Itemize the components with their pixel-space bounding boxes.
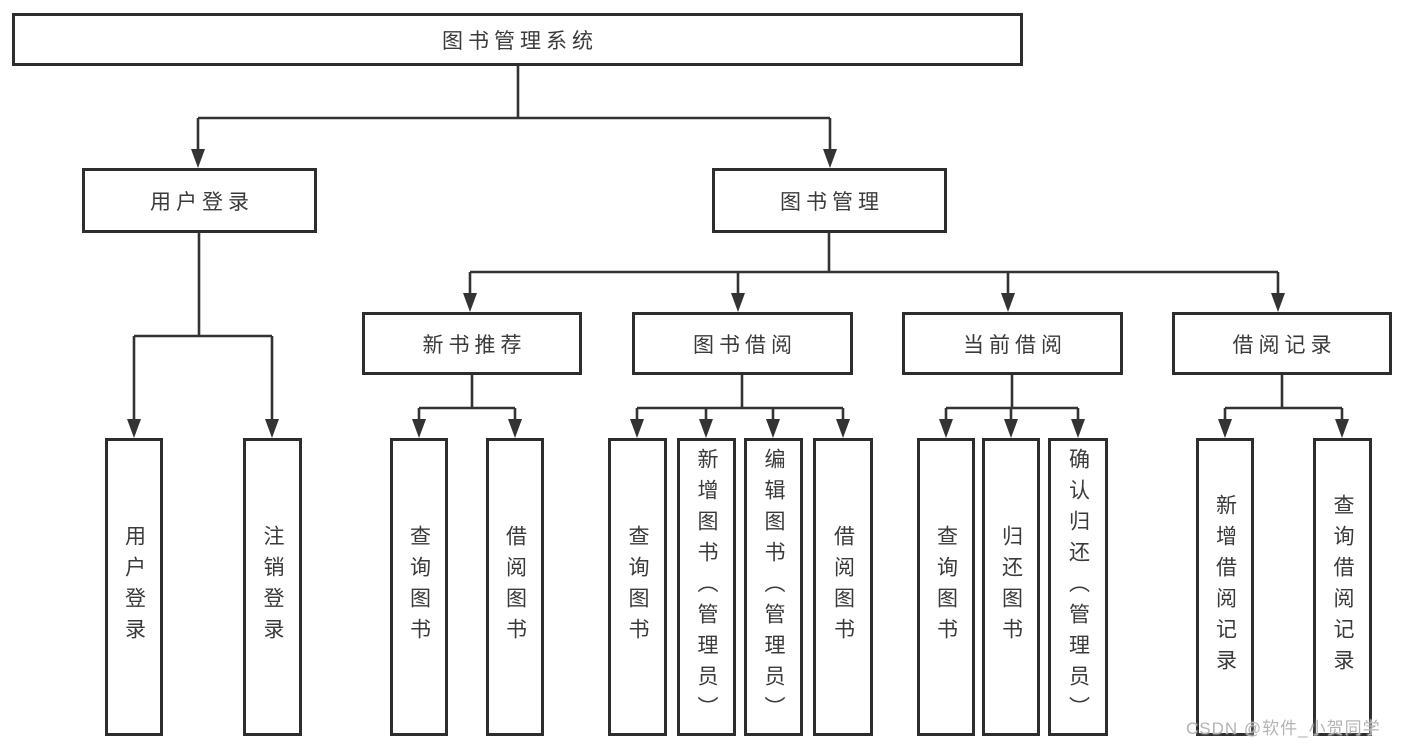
leaf-add-books-admin: 新增图书（管理员）: [677, 438, 736, 736]
arrowhead: [191, 149, 205, 168]
node-label: 用户登录: [150, 190, 254, 214]
connector-path: [132, 66, 1344, 422]
arrowhead: [127, 419, 141, 438]
node-borrowing-records: 借阅记录: [1172, 312, 1392, 375]
node-label: 当前借阅: [963, 333, 1067, 357]
node-label: 图书管理系统: [442, 29, 598, 53]
leaf-add-borrow-record: 新增借阅记录: [1196, 438, 1254, 736]
node-label: 注销登录: [261, 525, 284, 649]
node-label: 查询图书: [626, 525, 649, 649]
arrowheads: [127, 149, 1349, 438]
node-label: 查询图书: [407, 525, 431, 649]
node-label: 编辑图书（管理员）: [762, 447, 785, 727]
node-label: 查询借阅记录: [1331, 494, 1354, 680]
node-label: 确认归还（管理员）: [1066, 447, 1090, 727]
node-label: 图书管理: [780, 190, 884, 214]
node-user-login-branch: 用户登录: [82, 168, 317, 233]
node-library-management-system: 图书管理系统: [12, 13, 1023, 66]
arrowhead: [836, 419, 850, 438]
node-label: 新增借阅记录: [1213, 494, 1237, 680]
arrowhead: [1335, 419, 1349, 438]
node-label: 归还图书: [999, 525, 1023, 649]
leaf-query-borrow-record: 查询借阅记录: [1313, 438, 1372, 736]
node-label: 图书借阅: [693, 333, 797, 357]
arrowhead: [463, 293, 477, 312]
leaf-confirm-return-admin: 确认归还（管理员）: [1048, 438, 1108, 736]
leaf-edit-books-admin: 编辑图书（管理员）: [744, 438, 803, 736]
arrowhead: [1001, 293, 1015, 312]
node-current-borrowing: 当前借阅: [902, 312, 1123, 375]
node-book-management-branch: 图书管理: [712, 168, 947, 233]
arrowhead: [508, 419, 522, 438]
arrowhead: [1218, 419, 1232, 438]
node-label: 借阅图书: [831, 525, 855, 649]
csdn-watermark: CSDN @软件_小贺同学: [1186, 719, 1381, 738]
node-label: 借阅图书: [503, 525, 527, 649]
leaf-borrow-books: 借阅图书: [813, 438, 873, 736]
leaf-query-books-borrowing: 查询图书: [608, 438, 667, 736]
node-new-book-recommendation: 新书推荐: [362, 312, 582, 375]
node-label: 查询图书: [934, 525, 958, 649]
node-label: 借阅记录: [1232, 333, 1337, 357]
arrowhead: [412, 419, 426, 438]
arrowhead: [1271, 293, 1285, 312]
node-label: 新书推荐: [422, 333, 527, 357]
arrowhead: [699, 419, 713, 438]
arrowhead: [766, 419, 780, 438]
leaf-query-books-current: 查询图书: [917, 438, 975, 736]
leaf-query-books-recommend: 查询图书: [390, 438, 448, 736]
node-label: 用户登录: [122, 525, 146, 649]
arrowhead: [939, 419, 953, 438]
leaf-return-books: 归还图书: [982, 438, 1040, 736]
node-label: 新增图书（管理员）: [695, 447, 718, 727]
arrowhead: [731, 293, 745, 312]
arrowhead: [823, 149, 837, 168]
leaf-logout: 注销登录: [243, 438, 302, 736]
arrowhead: [630, 419, 644, 438]
node-book-borrowing: 图书借阅: [632, 312, 853, 375]
arrowhead: [1004, 419, 1018, 438]
leaf-borrow-books-recommend: 借阅图书: [486, 438, 544, 736]
leaf-user-login: 用户登录: [105, 438, 163, 736]
arrowhead: [1071, 419, 1085, 438]
arrowhead: [265, 419, 279, 438]
